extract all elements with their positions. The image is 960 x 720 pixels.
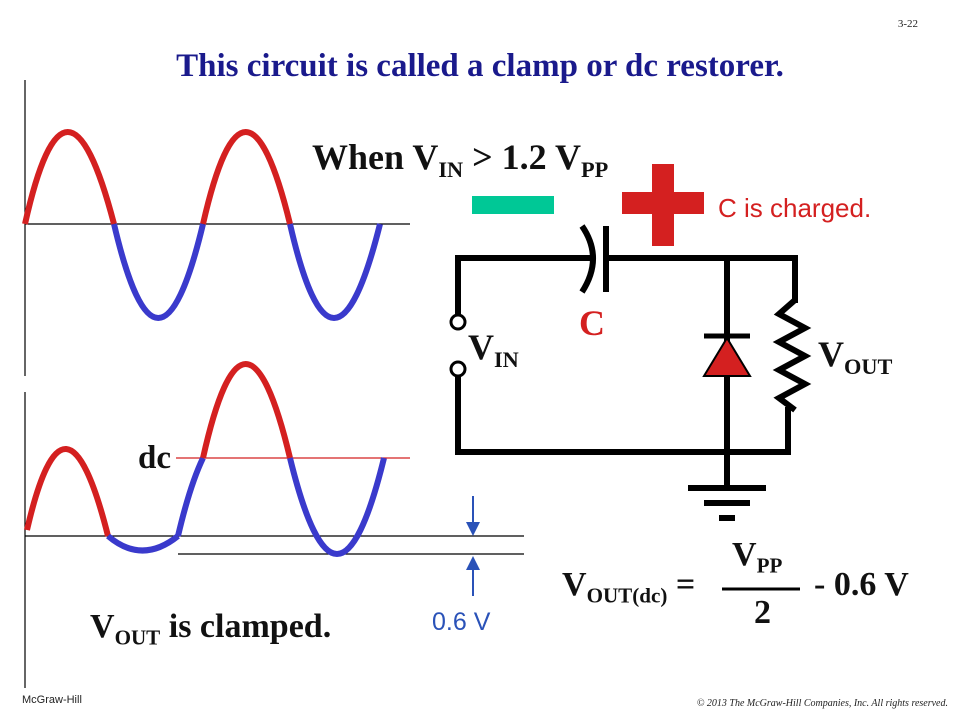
resistor: [772, 297, 812, 413]
vin-negative-half-1: [111, 223, 206, 321]
formula-numerator: VPP: [732, 536, 783, 578]
vout-label: VOUT: [818, 334, 893, 379]
plus-sign-vertical: [652, 164, 674, 246]
clamped-note: VOUT is clamped.: [90, 608, 332, 650]
vin-positive-half-1: [22, 129, 117, 225]
offset-arrow-up-head: [466, 556, 480, 570]
vin-terminal-top: [449, 313, 467, 331]
vout-clamped-dip-1: [106, 533, 180, 554]
wire-bottom: [455, 373, 791, 455]
dc-label: dc: [138, 440, 171, 476]
formula-lhs: VOUT(dc) =: [562, 566, 696, 608]
wire-top-right: [605, 255, 798, 303]
vout-positive-half-2: [200, 361, 293, 459]
footer-copyright: © 2013 The McGraw-Hill Companies, Inc. A…: [696, 698, 948, 709]
vout-positive-half-1: [24, 446, 111, 537]
wire-left-top: [455, 255, 590, 323]
vin-positive-half-2: [200, 129, 293, 225]
vout-rise: [175, 456, 206, 537]
offset-label: 0.6 V: [432, 608, 491, 636]
slide-title: This circuit is called a clamp or dc res…: [176, 48, 784, 84]
diode-triangle: [702, 336, 752, 377]
condition-text: When VIN > 1.2 VPP: [312, 137, 609, 182]
footer-publisher: McGraw-Hill: [22, 694, 82, 706]
offset-arrow-down-head: [466, 522, 480, 536]
vin-negative-half-2: [287, 223, 383, 321]
vin-terminal-bottom: [449, 360, 467, 378]
vin-label: VIN: [468, 327, 519, 372]
minus-sign: [472, 196, 554, 214]
formula-denominator: 2: [754, 594, 771, 631]
slide-number: 3-22: [897, 18, 918, 30]
formula-rhs: - 0.6 V: [814, 566, 909, 603]
vout-negative-half: [287, 457, 387, 557]
capacitor-label: C: [579, 303, 605, 343]
capacitor-curved-plate: [579, 224, 596, 294]
charge-note: C is charged.: [718, 193, 872, 223]
